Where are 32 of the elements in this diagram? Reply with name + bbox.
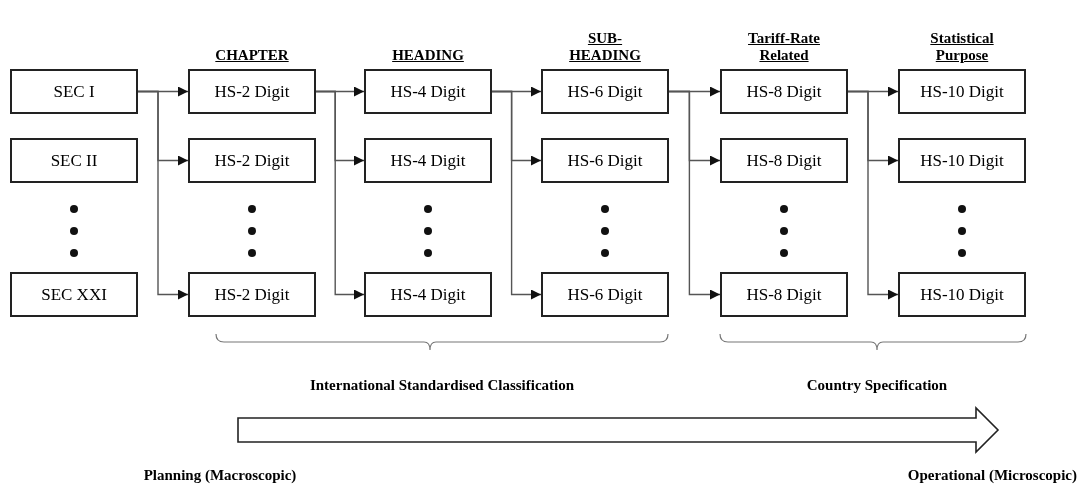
column-heading: Tariff-Rate Related bbox=[747, 29, 821, 64]
caption-text: International Standardised Classification bbox=[309, 376, 575, 394]
process-box: HS-4 Digit bbox=[364, 69, 492, 114]
connector-arrow bbox=[137, 90, 189, 300]
connector-arrow bbox=[847, 90, 899, 300]
process-box: HS-6 Digit bbox=[541, 272, 669, 317]
process-box: HS-4 Digit bbox=[364, 272, 492, 317]
process-box: HS-6 Digit bbox=[541, 69, 669, 114]
process-box: HS-2 Digit bbox=[188, 272, 316, 317]
process-box: HS-4 Digit bbox=[364, 138, 492, 183]
process-box: HS-2 Digit bbox=[188, 69, 316, 114]
caption-text: Planning (Macroscopic) bbox=[143, 466, 297, 484]
connector-arrow bbox=[315, 90, 365, 300]
process-box: SEC II bbox=[10, 138, 138, 183]
process-box: HS-8 Digit bbox=[720, 272, 848, 317]
column-heading: SUB- HEADING bbox=[568, 29, 642, 64]
connector-arrow bbox=[491, 90, 542, 300]
process-box: SEC XXI bbox=[10, 272, 138, 317]
caption-text: Operational (Microscopic) bbox=[907, 466, 1077, 484]
process-box: SEC I bbox=[10, 69, 138, 114]
column-heading: Statistical Purpose bbox=[929, 29, 995, 64]
caption-text: Country Specification bbox=[806, 376, 948, 394]
process-box: HS-6 Digit bbox=[541, 138, 669, 183]
process-box: HS-10 Digit bbox=[898, 272, 1026, 317]
column-heading: HEADING bbox=[392, 46, 464, 64]
column-heading: CHAPTER bbox=[215, 46, 289, 64]
process-box: HS-10 Digit bbox=[898, 138, 1026, 183]
process-box: HS-8 Digit bbox=[720, 138, 848, 183]
process-box: HS-8 Digit bbox=[720, 69, 848, 114]
process-box: HS-2 Digit bbox=[188, 138, 316, 183]
connector-arrow bbox=[668, 90, 721, 300]
process-box: HS-10 Digit bbox=[898, 69, 1026, 114]
